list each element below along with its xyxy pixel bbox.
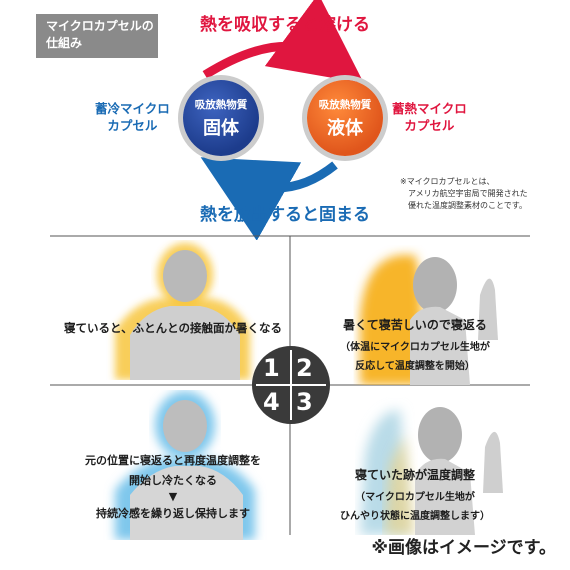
step-3: 3 <box>296 388 313 416</box>
solid-orb-caption: 吸放熱物質 <box>194 98 248 111</box>
mechanism-badge: マイクロカプセルの 仕組み <box>36 14 158 58</box>
cool-capsule-line-2: カプセル <box>107 118 158 133</box>
panel-4-text: 寝ていた跡が温度調整 （マイクロカプセル生地が ひんやり状態に温度調整します） <box>300 466 530 522</box>
panel-3-line-1: 元の位置に寝返ると再度温度調整を <box>85 454 261 467</box>
solid-orb: 吸放熱物質 固体 <box>183 80 259 156</box>
image-disclaimer: ※画像はイメージです。 <box>371 538 557 558</box>
release-arrow <box>200 157 338 240</box>
panel-4-person-figure <box>360 407 503 535</box>
absorb-arrow <box>202 0 364 84</box>
step-indicator: 1 2 4 3 <box>252 346 330 424</box>
panel-2-line-2: （体温にマイクロカプセル生地が <box>340 342 490 353</box>
note-line-3: 優れた温度調整素材のことです。 <box>408 201 527 210</box>
badge-line-1: マイクロカプセルの <box>46 19 154 33</box>
panel-3-line-3: 持続冷感を繰り返し保持します <box>96 507 250 520</box>
panel-1-person-figure <box>115 243 250 380</box>
microcapsule-note: ※マイクロカプセルとは、 アメリカ航空宇宙局で開発された 優れた温度調整素材のこ… <box>400 176 528 212</box>
panel-3-text: 元の位置に寝返ると再度温度調整を 開始し冷たくなる ▼ 持続冷感を繰り返し保持し… <box>58 452 288 521</box>
cycle-arrows <box>200 0 364 240</box>
panel-2-line-1: 暑くて寝苦しいので寝返る <box>343 318 487 332</box>
note-line-1: ※マイクロカプセルとは、 <box>400 177 495 186</box>
down-arrow-icon: ▼ <box>168 490 178 503</box>
panel-4-line-1: 寝ていた跡が温度調整 <box>354 468 475 482</box>
badge-line-2: 仕組み <box>46 36 83 50</box>
panel-3-person-figure <box>115 391 255 540</box>
panel-2-line-3: 反応して温度調整を開始） <box>355 361 475 372</box>
step-4: 4 <box>263 388 280 416</box>
panel-1-text: 寝ていると、ふとんとの接触面が暑くなる <box>64 321 282 335</box>
heat-capsule-line-2: カプセル <box>404 118 455 133</box>
panel-4-line-3: ひんやり状態に温度調整します） <box>340 511 490 522</box>
panel-4-line-2: （マイクロカプセル生地が <box>355 492 475 503</box>
heat-capsule-label: 蓄熱マイクロ カプセル <box>392 100 467 134</box>
step-2: 2 <box>296 354 313 382</box>
panel-2-text: 暑くて寝苦しいので寝返る （体温にマイクロカプセル生地が 反応して温度調整を開始… <box>300 316 530 372</box>
step-1: 1 <box>263 354 280 382</box>
release-heading: 熱を放出すると固まる <box>200 205 370 225</box>
cool-capsule-line-1: 蓄冷マイクロ <box>95 101 170 116</box>
cool-capsule-label: 蓄冷マイクロ カプセル <box>95 100 170 134</box>
note-line-2: アメリカ航空宇宙局で開発された <box>408 189 528 198</box>
solid-orb-state: 固体 <box>203 117 239 139</box>
heat-capsule-line-1: 蓄熱マイクロ <box>392 101 467 116</box>
liquid-orb-state: 液体 <box>327 117 363 139</box>
liquid-orb-caption: 吸放熱物質 <box>318 98 372 111</box>
panel-3-line-2: 開始し冷たくなる <box>129 474 217 487</box>
liquid-orb: 吸放熱物質 液体 <box>307 80 383 156</box>
panel-2-person-figure <box>360 255 498 385</box>
absorb-heading: 熱を吸収すると溶ける <box>200 15 370 35</box>
